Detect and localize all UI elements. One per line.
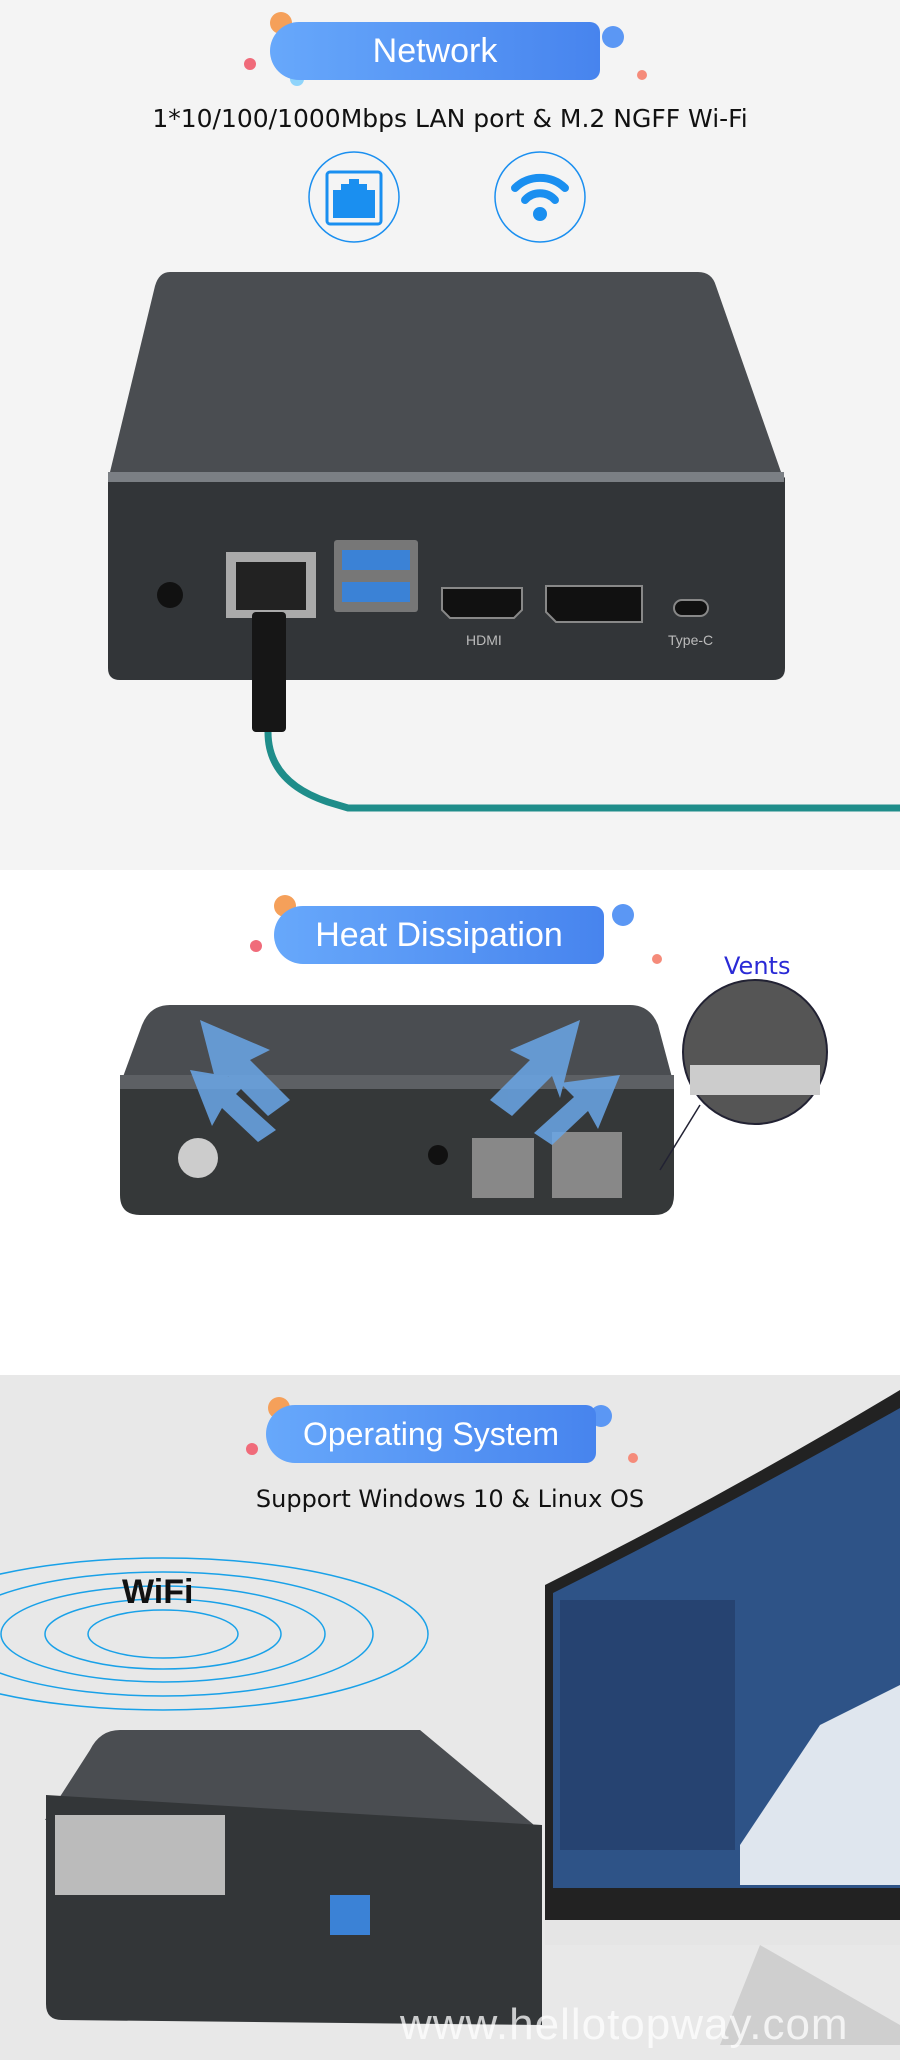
decor-dot [612, 904, 634, 926]
heat-illustration [120, 979, 828, 1215]
decor-dot [652, 954, 662, 964]
decor-dot [250, 940, 262, 952]
vents-inset [659, 979, 828, 1171]
mini-pc-front [45, 1730, 542, 2025]
hdmi-label: HDMI [466, 632, 502, 648]
mini-pc-rear [108, 272, 900, 812]
network-banner: Network [270, 22, 600, 80]
decor-dot [602, 26, 624, 48]
os-banner: Operating System [266, 1405, 596, 1463]
decor-dot [246, 1443, 258, 1455]
heat-banner: Heat Dissipation [274, 906, 604, 964]
wifi-label: WiFi [122, 1573, 194, 1611]
wifi-icon [494, 151, 586, 243]
wifi-signal-icon [0, 1557, 429, 1711]
os-section: Operating System Support Windows 10 & Li… [0, 1375, 900, 2060]
monitor [545, 1390, 900, 2045]
heat-section: Heat Dissipation Vents [0, 870, 900, 1375]
decor-dot [637, 70, 647, 80]
airflow-arrow-icon [190, 1020, 620, 1145]
network-section: Network 1*10/100/1000Mbps LAN port & M.2… [0, 0, 900, 870]
decor-dot [628, 1453, 638, 1463]
ethernet-port-icon [308, 151, 400, 243]
watermark: www.hellotopway.com [400, 2000, 849, 2049]
network-subtitle: 1*10/100/1000Mbps LAN port & M.2 NGFF Wi… [152, 104, 748, 133]
type-c-label: Type-C [668, 632, 713, 648]
os-illustration [0, 1390, 900, 2045]
vents-label: Vents [724, 952, 791, 980]
network-illustration: HDMI Type-C [108, 151, 900, 812]
os-subtitle: Support Windows 10 & Linux OS [255, 1485, 645, 1513]
decor-dot [244, 58, 256, 70]
